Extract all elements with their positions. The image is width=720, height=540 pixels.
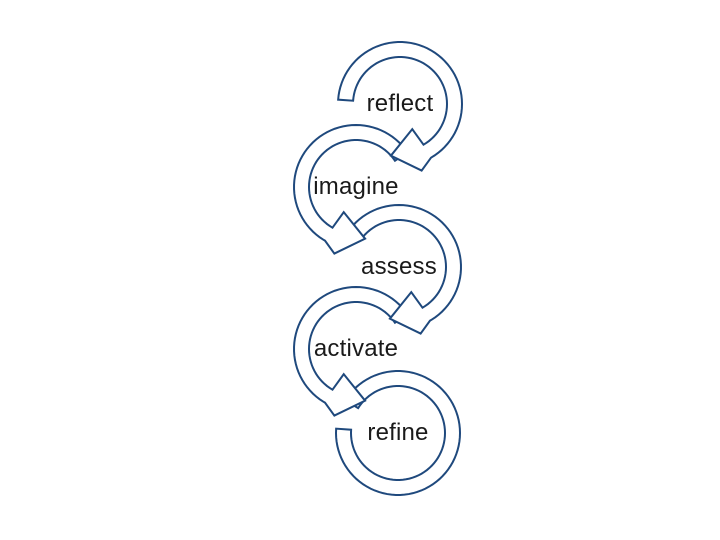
arrow-shape-imagine [293, 123, 409, 255]
arrow-shape-activate [293, 285, 409, 417]
arrow-shape-reflect [337, 41, 464, 172]
arrow-shape-assess [346, 203, 462, 335]
step-label-activate: activate [313, 335, 399, 362]
step-label-refine: refine [367, 419, 429, 446]
arrow-shape-refine [334, 370, 462, 496]
step-label-assess: assess [361, 253, 437, 280]
step-label-imagine: imagine [313, 173, 399, 200]
step-label-reflect: reflect [366, 90, 434, 117]
